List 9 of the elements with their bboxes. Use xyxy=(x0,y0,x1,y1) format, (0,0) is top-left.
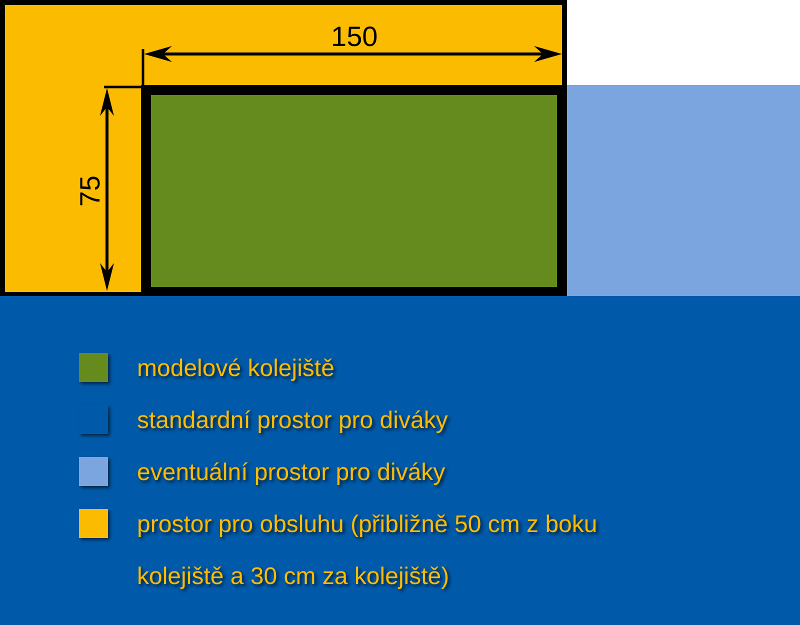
standard-spectator-area xyxy=(0,296,800,625)
legend-label: eventuální prostor pro diváky xyxy=(137,458,446,488)
legend-label: modelové kolejiště xyxy=(137,354,336,384)
dimension-label: 150 xyxy=(331,23,378,51)
dimension-label: 75 xyxy=(76,175,105,207)
legend-label: prostor pro obsluhu (přibližně 50 cm z boku kolejiště a 30 cm za kolejiště) xyxy=(137,510,598,592)
optional-spectator-area xyxy=(567,85,800,296)
operator-space-area xyxy=(0,0,567,297)
legend-label: standardní prostor pro diváky xyxy=(137,406,449,436)
